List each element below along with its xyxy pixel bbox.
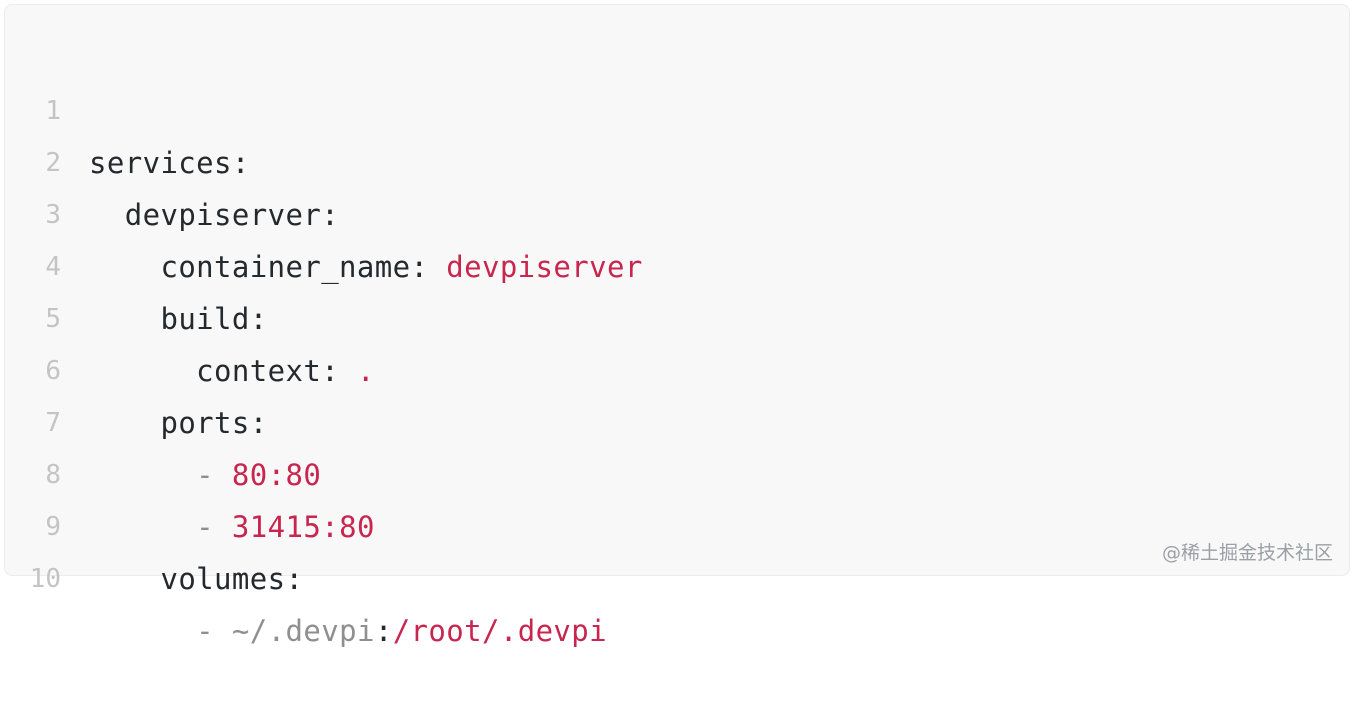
yaml-separator	[428, 250, 446, 284]
yaml-indent	[89, 458, 196, 492]
code-text: - 80:80	[89, 449, 321, 501]
code-line: 5 context: .	[5, 241, 374, 388]
yaml-value: 31415:80	[231, 510, 375, 544]
volume-container-path: /root/.devpi	[392, 614, 608, 648]
yaml-key: build:	[160, 302, 268, 336]
line-number: 1	[45, 96, 61, 126]
line-number: 10	[29, 564, 61, 594]
list-dash: -	[196, 458, 215, 492]
yaml-value: 80:80	[231, 458, 322, 492]
volume-host-path: ~/.devpi	[231, 614, 375, 648]
code-text: - ~/.devpi:/root/.devpi	[89, 605, 607, 657]
code-text: services:	[89, 137, 250, 189]
list-dash: -	[196, 510, 215, 544]
yaml-key: devpiserver:	[124, 198, 340, 232]
watermark: @稀土掘金技术社区	[1161, 542, 1333, 564]
yaml-indent	[89, 406, 160, 440]
yaml-indent	[89, 614, 196, 648]
line-number: 7	[45, 408, 61, 438]
yaml-indent	[89, 510, 196, 544]
yaml-value: .	[356, 354, 375, 388]
code-text: build:	[89, 293, 268, 345]
code-block: 1 services: 2 devpiserver: 3 container_n…	[4, 4, 1350, 648]
code-line: 9 volumes:	[5, 449, 303, 596]
code-text: - 31415:80	[89, 501, 375, 553]
code-text: container_name: devpiserver	[89, 241, 643, 293]
code-text: context: .	[89, 345, 375, 397]
yaml-key: services:	[89, 146, 250, 180]
list-dash: -	[196, 614, 215, 648]
line-number: 5	[45, 304, 61, 334]
yaml-value: devpiserver	[446, 250, 643, 284]
yaml-key: context:	[196, 354, 340, 388]
line-number: 9	[45, 512, 61, 542]
code-text: devpiserver:	[89, 189, 339, 241]
code-line: 1 services:	[5, 33, 249, 180]
yaml-indent	[89, 302, 160, 336]
yaml-key: ports:	[160, 406, 268, 440]
yaml-indent	[89, 354, 196, 388]
line-number: 3	[45, 200, 61, 230]
yaml-key: volumes:	[160, 562, 304, 596]
line-number: 4	[45, 252, 61, 282]
line-number: 2	[45, 148, 61, 178]
code-line: 10 - ~/.devpi:/root/.devpi	[5, 501, 607, 648]
code-line: 3 container_name: devpiserver	[5, 137, 642, 284]
code-line: 6 ports:	[5, 293, 267, 440]
code-line: 2 devpiserver:	[5, 85, 338, 232]
code-text: volumes:	[89, 553, 303, 605]
yaml-separator	[339, 354, 357, 388]
yaml-indent	[89, 562, 160, 596]
line-number: 8	[45, 460, 61, 490]
yaml-indent	[89, 250, 160, 284]
yaml-key: container_name:	[160, 250, 429, 284]
volume-colon: :	[374, 614, 393, 648]
code-line: 8 - 31415:80	[5, 397, 374, 544]
yaml-indent	[89, 198, 125, 232]
code-text: ports:	[89, 397, 268, 449]
line-number: 6	[45, 356, 61, 386]
code-line: 4 build:	[5, 189, 267, 336]
code-line: 7 - 80:80	[5, 345, 320, 492]
